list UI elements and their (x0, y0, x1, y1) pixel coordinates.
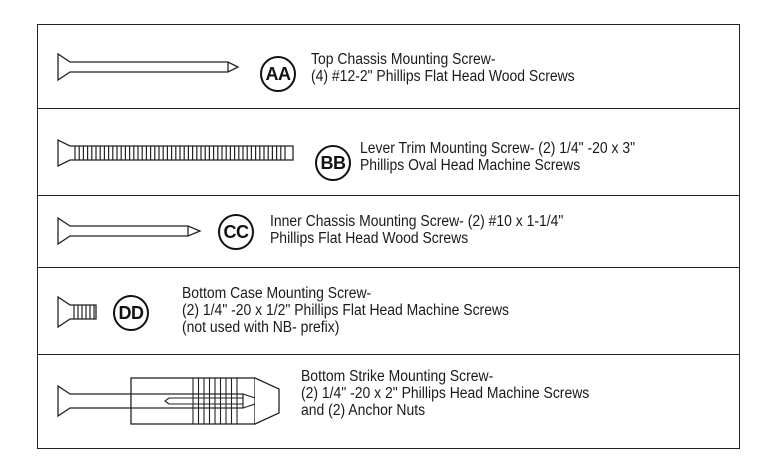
description-line: Phillips Flat Head Wood Screws (270, 230, 469, 247)
hardware-row-cc: CC Inner Chassis Mounting Screw- (2) #10… (38, 196, 739, 267)
part-description-strike: Bottom Strike Mounting Screw- (2) 1/4" -… (301, 368, 589, 419)
part-description-bb: Lever Trim Mounting Screw- (2) 1/4" -20 … (360, 140, 635, 174)
part-label-bb: BB (315, 145, 351, 181)
description-line: Inner Chassis Mounting Screw- (2) #10 x … (270, 213, 564, 230)
description-line: Top Chassis Mounting Screw- (311, 51, 496, 68)
row-divider (38, 267, 739, 268)
description-line: Bottom Case Mounting Screw- (182, 285, 372, 302)
machine-screw-dd-drawing (57, 295, 97, 329)
hardware-row-dd: DD Bottom Case Mounting Screw- (2) 1/4" … (38, 268, 739, 354)
part-label-dd: DD (113, 295, 149, 331)
description-line: (2) 1/4" -20 x 2" Phillips Head Machine … (301, 385, 590, 402)
hardware-row-bb: BB Lever Trim Mounting Screw- (2) 1/4" -… (38, 109, 739, 195)
hardware-table: AA Top Chassis Mounting Screw- (4) #12-2… (37, 24, 740, 449)
description-line: (2) 1/4" -20 x 1/2" Phillips Flat Head M… (182, 302, 510, 319)
part-label-aa: AA (260, 56, 296, 92)
row-divider (38, 108, 739, 109)
part-label-cc: CC (218, 214, 254, 250)
hardware-row-aa: AA Top Chassis Mounting Screw- (4) #12-2… (38, 25, 739, 108)
wood-screw-aa-drawing (57, 52, 240, 82)
description-line: Phillips Oval Head Machine Screws (360, 157, 581, 174)
wood-screw-cc-drawing (57, 216, 202, 246)
strike-screw-anchor-drawing (57, 377, 280, 425)
machine-screw-bb-drawing (57, 138, 294, 168)
description-line: (not used with NB- prefix) (182, 319, 340, 336)
hardware-row-strike: Bottom Strike Mounting Screw- (2) 1/4" -… (38, 355, 739, 448)
description-line: Lever Trim Mounting Screw- (2) 1/4" -20 … (360, 140, 636, 157)
row-divider (38, 354, 739, 355)
description-line: and (2) Anchor Nuts (301, 402, 426, 419)
description-line: Bottom Strike Mounting Screw- (301, 368, 494, 385)
row-divider (38, 195, 739, 196)
part-description-aa: Top Chassis Mounting Screw- (4) #12-2" P… (311, 51, 575, 85)
description-line: (4) #12-2" Phillips Flat Head Wood Screw… (311, 68, 575, 85)
part-description-dd: Bottom Case Mounting Screw- (2) 1/4" -20… (182, 285, 509, 336)
part-description-cc: Inner Chassis Mounting Screw- (2) #10 x … (270, 213, 563, 247)
